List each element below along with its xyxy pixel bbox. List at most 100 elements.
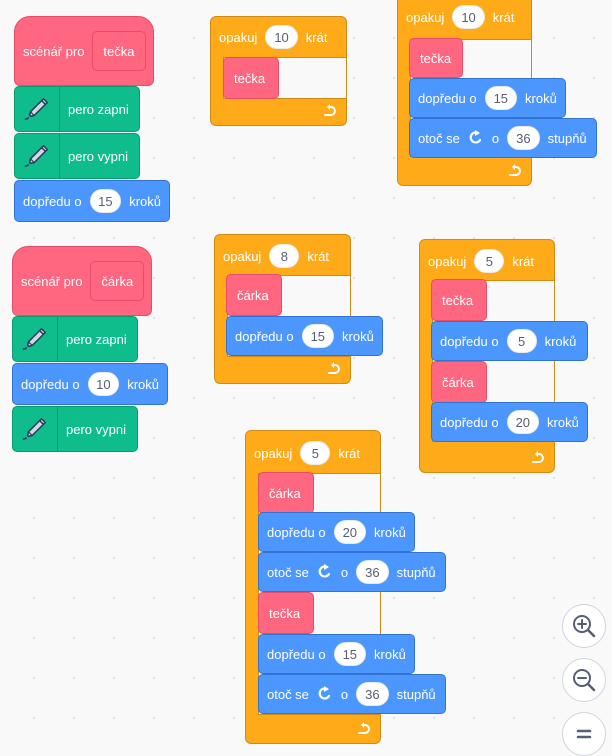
degrees-unit: stupňů [396,564,436,580]
pen-up-block[interactable]: pero vypni [12,406,138,452]
move-block[interactable]: dopředu o 20 kroků [258,512,415,552]
turn-label: otoč se [267,564,309,580]
zoom-in-icon [573,615,596,638]
turn-label: otoč se [418,130,460,146]
turn-by-label: o [491,130,500,146]
move-block[interactable]: dopředu o 5 kroků [431,321,588,361]
repeat-unit: krát [305,29,328,45]
move-block[interactable]: dopředu o 15 kroků [226,316,383,356]
pen-down-label: pero zapni [68,101,129,117]
loop-arrow-icon [322,103,338,119]
repeat-count[interactable]: 10 [265,25,298,49]
turn-right-icon [317,564,333,580]
repeat-count[interactable]: 8 [269,244,300,268]
move-block[interactable]: dopředu o 15 kroků [14,180,170,222]
repeat-count[interactable]: 5 [474,249,505,273]
pen-down-block[interactable]: pero zapni [12,316,138,362]
degrees-input[interactable]: 36 [356,560,389,584]
move-label: dopředu o [418,90,477,106]
steps-input[interactable]: 20 [506,410,540,434]
loop-arrow-icon [530,450,546,466]
degrees-input[interactable]: 36 [507,126,540,150]
steps-input[interactable]: 15 [333,642,367,666]
repeat-unit: krát [512,253,534,269]
steps-unit: kroků [374,524,406,540]
call-dash-block[interactable]: čárka [226,274,282,316]
pen-up-label: pero vypni [68,148,128,164]
repeat-count[interactable]: 10 [452,5,485,29]
steps-unit: kroků [129,193,161,209]
turn-block[interactable]: otoč se o 36 stupňů [258,552,446,592]
define-dot-hat[interactable]: scénář pro tečka [14,16,154,86]
loop-arrow-icon [356,721,372,737]
degrees-input[interactable]: 36 [356,682,389,706]
move-label: dopředu o [267,524,326,540]
turn-by-label: o [340,686,349,702]
move-block[interactable]: dopředu o 20 kroků [431,402,588,442]
loop-arrow-icon [507,163,523,179]
call-dot-block[interactable]: tečka [409,38,463,78]
pen-up-label: pero vypni [66,421,126,437]
steps-input[interactable]: 15 [484,86,518,110]
turn-block[interactable]: otoč se o 36 stupňů [409,118,597,158]
pen-icon [15,87,60,131]
turn-right-icon [317,686,333,702]
pen-icon [13,407,58,451]
move-block[interactable]: dopředu o 15 kroků [258,634,415,674]
call-dot-block[interactable]: tečka [431,279,487,321]
move-label: dopředu o [235,328,294,344]
move-label: dopředu o [23,193,82,209]
repeat-unit: krát [307,248,329,264]
steps-unit: kroků [374,646,406,662]
define-label: scénář pro [23,43,85,59]
turn-right-icon [468,130,484,146]
repeat-label: opakuj [254,445,293,461]
define-dash-hat[interactable]: scénář pro čárka [12,246,152,316]
pen-up-block[interactable]: pero vypni [14,133,140,179]
repeat-header: opakuj 10 krát [406,5,514,29]
steps-input[interactable]: 15 [301,324,335,348]
call-dot-block[interactable]: tečka [258,592,314,634]
repeat-label: opakuj [219,29,258,45]
zoom-reset-button[interactable] [562,712,606,756]
move-label: dopředu o [440,414,499,430]
degrees-unit: stupňů [396,686,436,702]
loop-arrow-icon [326,361,342,377]
steps-input[interactable]: 20 [333,520,367,544]
steps-unit: kroků [127,376,159,392]
steps-unit: kroků [544,333,577,349]
steps-unit: kroků [525,90,557,106]
move-label: dopředu o [440,333,499,349]
steps-input[interactable]: 10 [87,372,120,396]
repeat-unit: krát [492,9,515,25]
turn-block[interactable]: otoč se o 36 stupňů [258,674,446,714]
repeat-label: opakuj [406,9,445,25]
call-dash-block[interactable]: čárka [431,361,487,403]
zoom-reset-icon [576,729,592,739]
turn-label: otoč se [267,686,309,702]
zoom-out-icon [573,669,596,692]
repeat-block[interactable]: opakuj 10 krát tečka [210,16,347,126]
steps-unit: kroků [342,328,374,344]
move-block[interactable]: dopředu o 15 kroků [409,78,566,118]
repeat-header: opakuj 8 krát [223,244,329,268]
steps-input[interactable]: 15 [89,189,122,213]
move-label: dopředu o [267,646,326,662]
repeat-label: opakuj [428,253,467,269]
pen-icon [13,317,58,361]
turn-by-label: o [340,564,349,580]
move-block[interactable]: dopředu o 10 kroků [12,363,168,405]
zoom-out-button[interactable] [562,658,606,702]
repeat-count[interactable]: 5 [300,441,331,465]
call-dot-block[interactable]: tečka [223,57,279,99]
pen-down-block[interactable]: pero zapni [14,86,140,132]
degrees-unit: stupňů [547,130,587,146]
call-dash-block[interactable]: čárka [258,472,314,514]
move-label: dopředu o [21,376,80,392]
pen-down-label: pero zapni [66,331,127,347]
repeat-label: opakuj [223,248,262,264]
repeat-header: opakuj 10 krát [219,25,327,49]
zoom-in-button[interactable] [562,604,606,648]
repeat-header: opakuj 5 krát [428,249,534,273]
steps-input[interactable]: 5 [506,329,537,353]
